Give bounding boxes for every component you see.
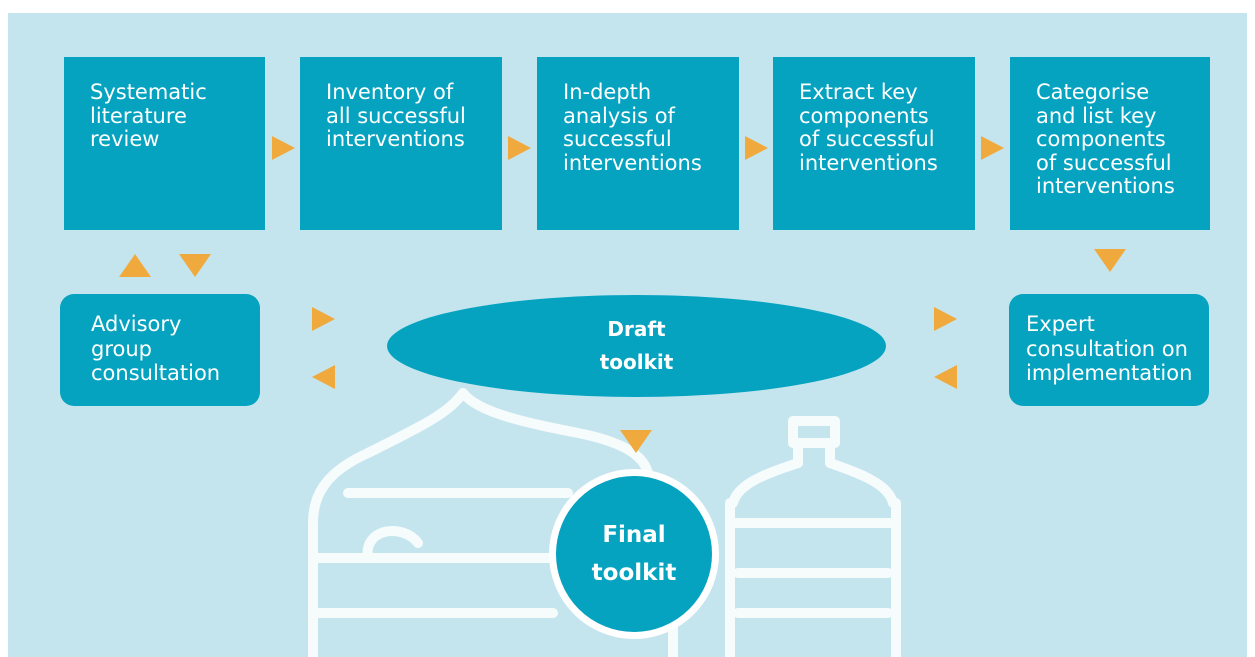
step-in-depth-analysis: In-depth analysis of successful interven… xyxy=(537,57,739,230)
arrow-right-1 xyxy=(272,136,295,160)
arrow-draft-to-expert xyxy=(934,307,957,331)
step-inventory-successful-interventions: Inventory of all successful intervention… xyxy=(300,57,502,230)
step-systematic-literature-review: Systematic literature review xyxy=(64,57,265,230)
arrow-down-to-advisory xyxy=(179,254,211,277)
large-jug-outline xyxy=(308,388,653,657)
arrow-advisory-to-draft xyxy=(312,307,335,331)
arrow-draft-to-advisory xyxy=(312,365,335,389)
expert-consultation-implementation: Expert consultation on implementation xyxy=(1009,294,1209,406)
bottle-body xyxy=(725,498,901,657)
arrow-down-to-expert xyxy=(1094,249,1126,272)
arrow-draft-to-final xyxy=(620,430,652,453)
step-extract-key-components: Extract key components of successful int… xyxy=(773,57,975,230)
large-jug-handle xyxy=(362,526,423,563)
arrow-right-4 xyxy=(981,136,1004,160)
arrow-expert-to-draft xyxy=(934,365,957,389)
bottle-shoulder xyxy=(728,458,898,508)
diagram-canvas: Systematic literature review Inventory o… xyxy=(8,13,1247,657)
water-bottles-illustration xyxy=(308,388,901,657)
advisory-group-consultation: Advisory group consultation xyxy=(60,294,260,406)
step-categorise-key-components: Categorise and list key components of su… xyxy=(1010,57,1210,230)
final-toolkit: Final toolkit xyxy=(549,469,719,639)
arrow-right-3 xyxy=(745,136,768,160)
arrow-right-2 xyxy=(508,136,531,160)
draft-toolkit: Draft toolkit xyxy=(387,295,886,397)
arrow-up-to-review xyxy=(119,254,151,277)
